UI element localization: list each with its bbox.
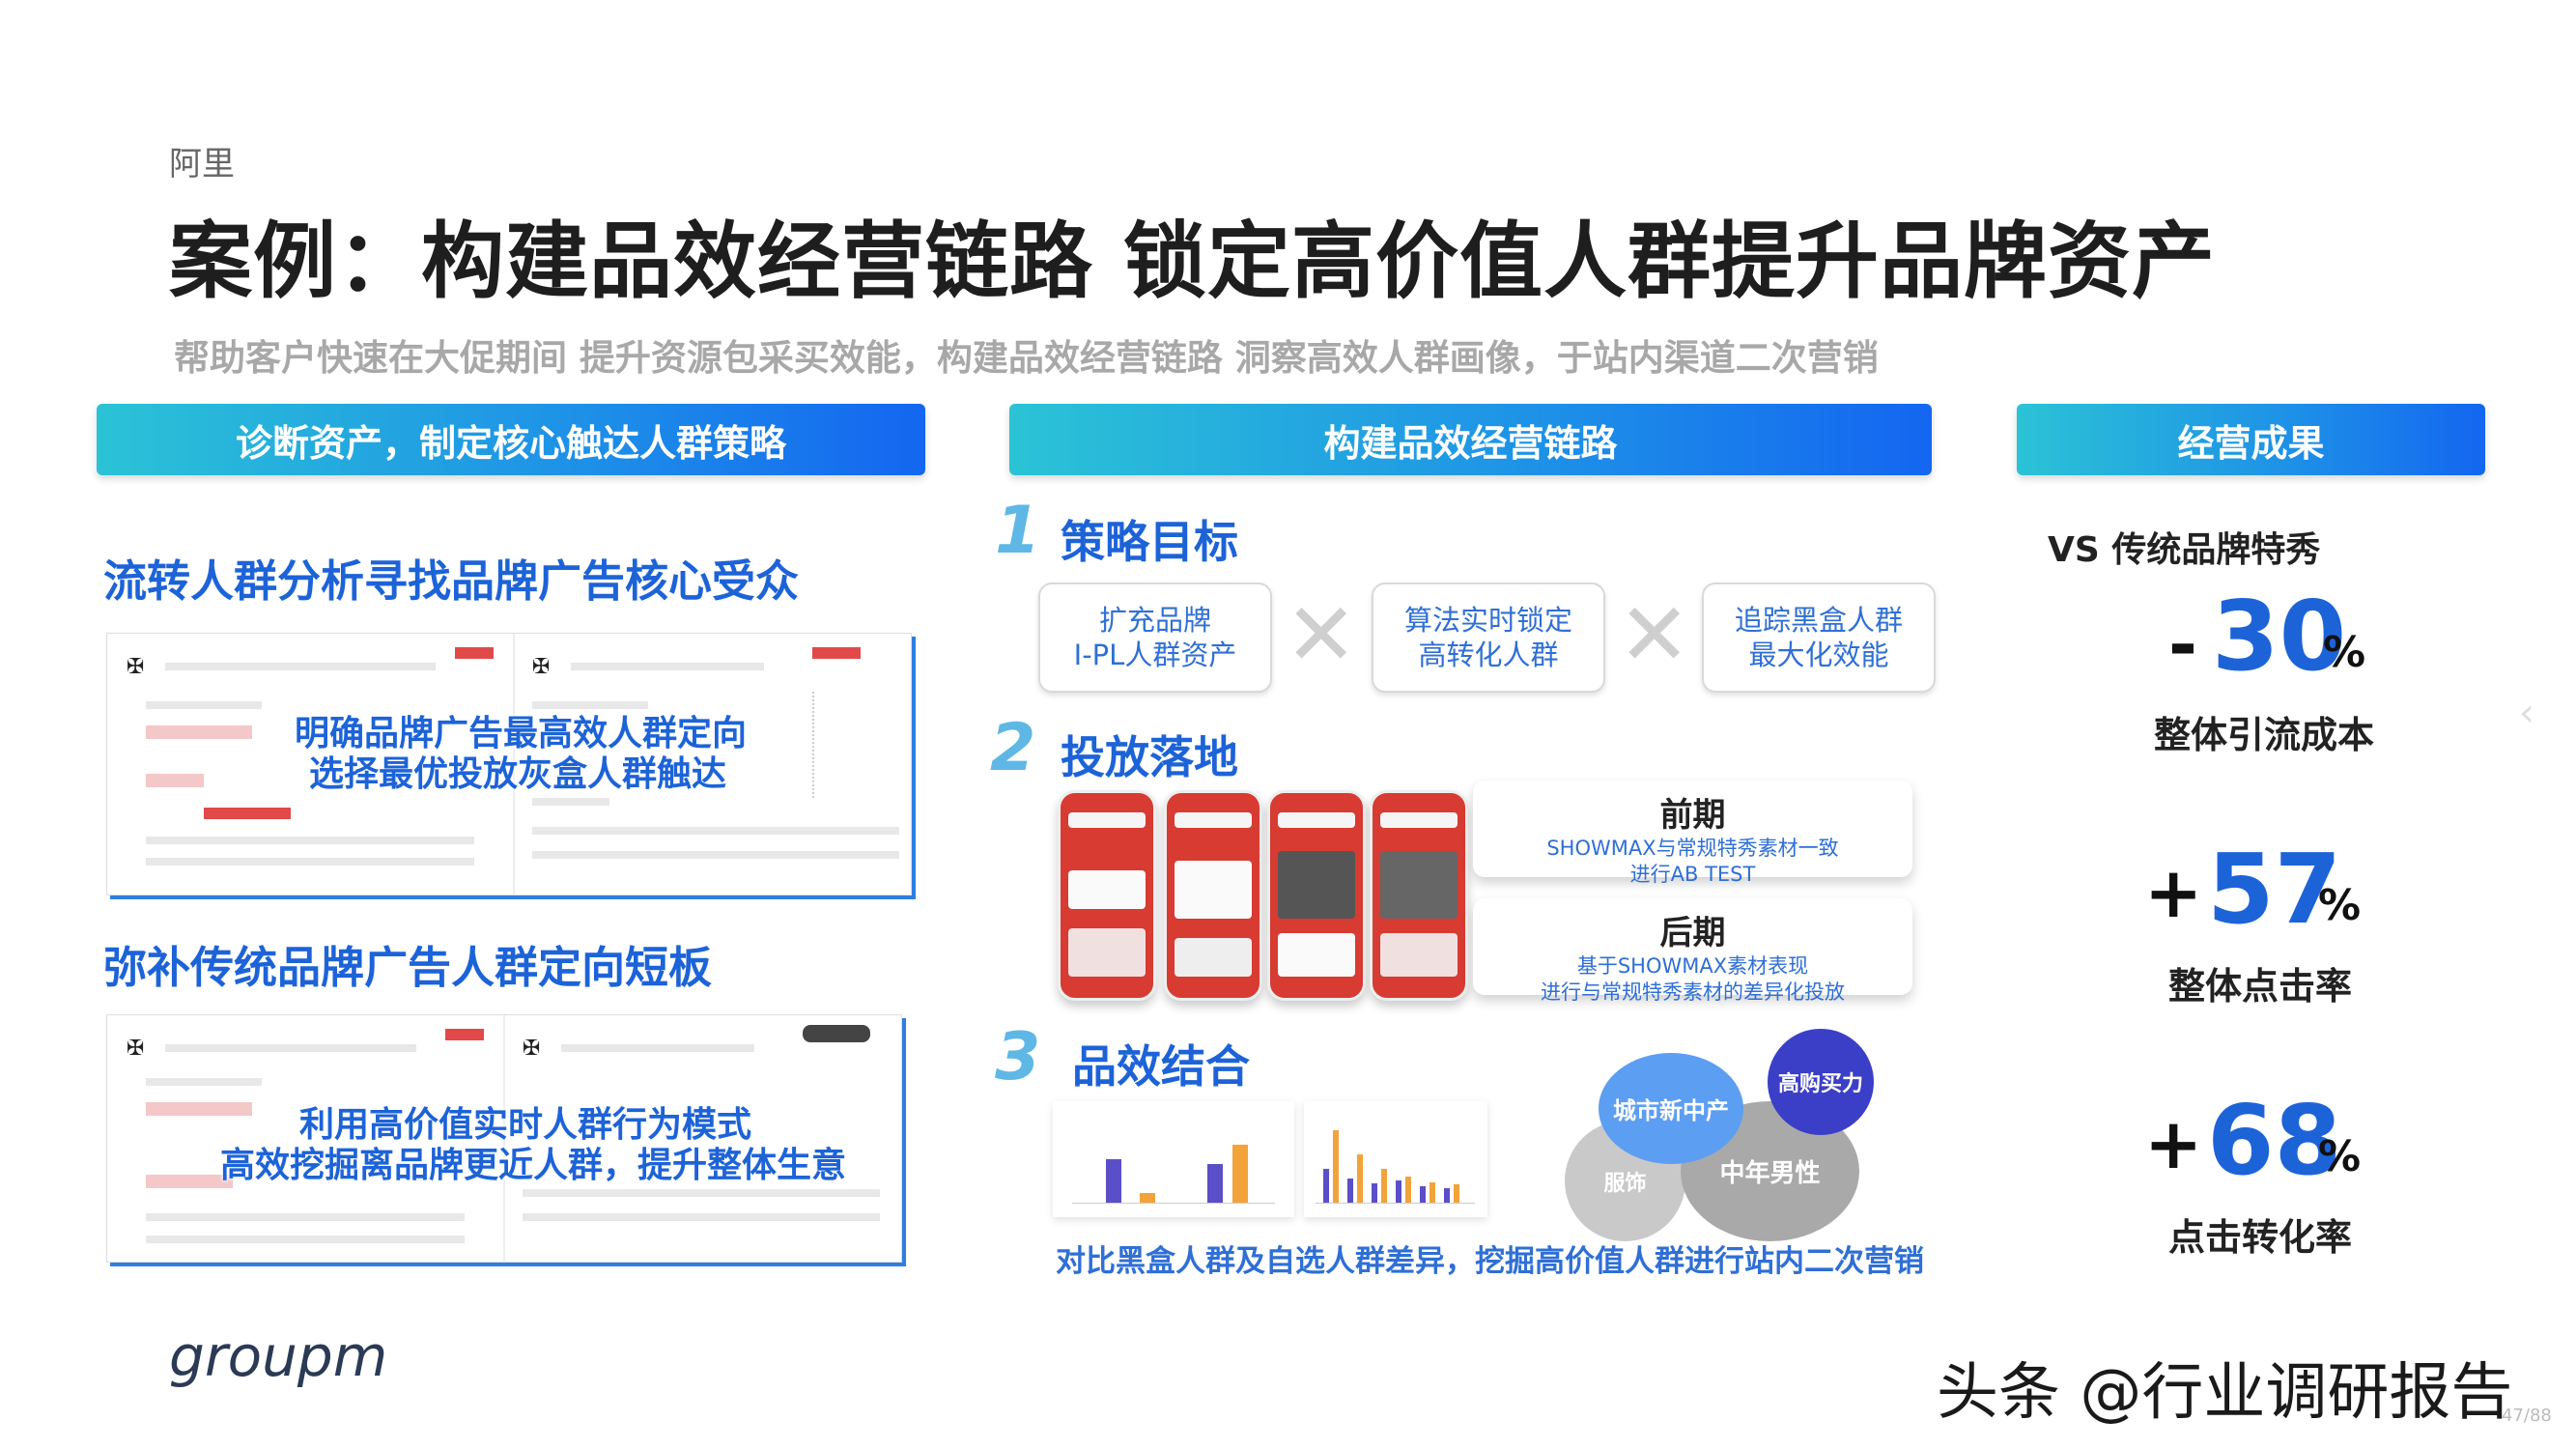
phase-card-early: 前期 SHOWMAX与常规特秀素材一致 进行AB TEST	[1473, 781, 1912, 886]
chevron-left-icon[interactable]: ‹	[2519, 691, 2534, 735]
phase-late-title: 后期	[1659, 914, 1726, 952]
phase-late-line1: 基于SHOWMAX素材表现	[1576, 954, 1809, 978]
multiply-icon: ✕	[1618, 584, 1691, 686]
left-section-header: 诊断资产，制定核心触达人群策略	[97, 404, 925, 475]
step2-label: 投放落地	[1061, 731, 1238, 783]
groupm-logo: groupm	[169, 1323, 388, 1389]
left-overlay2-line2: 高效挖掘离品牌更近人群，提升整体生意	[220, 1146, 847, 1185]
goal-line: 最大化效能	[1748, 639, 1889, 671]
phone-mockup-3	[1267, 790, 1366, 1001]
metric3-unit: %	[2318, 1132, 2362, 1181]
goal-box-2: 算法实时锁定 高转化人群	[1372, 582, 1605, 693]
comparison-chart-2	[1304, 1101, 1487, 1217]
ua-logo-icon: ✠	[127, 1037, 145, 1061]
metric1-sign: -	[2168, 604, 2197, 685]
goal-line: I-PL人群资产	[1073, 639, 1237, 671]
middle-section-header: 构建品效经营链路	[1009, 404, 1932, 475]
goal-line: 扩充品牌	[1098, 603, 1211, 637]
phase-card-late: 后期 基于SHOWMAX素材表现 进行与常规特秀素材的差异化投放	[1473, 898, 1912, 1004]
phase-early-line2: 进行AB TEST	[1629, 863, 1756, 887]
metric1-label: 整体引流成本	[2154, 714, 2375, 756]
right-section-header: 经营成果	[2017, 404, 2485, 475]
page-subtitle: 帮助客户快速在大促期间 提升资源包采买效能，构建品效经营链路 洞察高效人群画像，…	[174, 337, 1879, 379]
goal-box-1: 扩充品牌 I-PL人群资产	[1038, 582, 1272, 693]
ua-logo-icon: ✠	[523, 1037, 541, 1061]
metric2-value: 57	[2207, 833, 2342, 946]
metric1-unit: %	[2323, 628, 2366, 677]
bubble-urban-middle-class: 城市新中产	[1599, 1053, 1743, 1164]
page-title: 案例：构建品效经营链路 锁定高价值人群提升品牌资产	[169, 213, 2216, 310]
phase-early-line1: SHOWMAX与常规特秀素材一致	[1546, 837, 1839, 860]
goal-line: 高转化人群	[1418, 639, 1559, 671]
step1-number: 1	[995, 493, 1041, 569]
phone-mockup-1	[1058, 790, 1156, 1001]
report-thumbnail-1: ✠ ✠	[106, 633, 912, 895]
page-number: 47/88	[2502, 1406, 2552, 1426]
comparison-chart-1	[1053, 1101, 1294, 1217]
brand-label: 阿里	[169, 145, 235, 184]
goal-line: 追踪黑盒人群	[1734, 603, 1903, 637]
left-overlay2-line1: 利用高价值实时人群行为模式	[299, 1105, 752, 1145]
left-overlay1-line2: 选择最优投放灰盒人群触达	[309, 754, 727, 794]
ua-logo-icon: ✠	[127, 655, 145, 679]
phase-early-title: 前期	[1659, 796, 1726, 835]
phone-mockup-4	[1370, 790, 1468, 1001]
watermark: 头条 @行业调研报告	[1937, 1357, 2513, 1429]
left-section2-heading: 弥补传统品牌广告人群定向短板	[103, 942, 713, 993]
ua-logo-icon: ✠	[532, 655, 551, 679]
metric3-label: 点击转化率	[2168, 1216, 2353, 1259]
step3-label: 品效结合	[1072, 1040, 1250, 1093]
phone-mockup-2	[1164, 790, 1262, 1001]
step3-number: 3	[995, 1019, 1041, 1095]
phase-late-line2: 进行与常规特秀素材的差异化投放	[1541, 980, 1845, 1005]
left-section1-heading: 流转人群分析寻找品牌广告核心受众	[103, 555, 800, 607]
bubble-high-purchasing-power: 高购买力	[1768, 1029, 1874, 1135]
metric2-unit: %	[2318, 881, 2362, 930]
report-thumbnail-2: ✠ ✠	[106, 1014, 902, 1263]
goal-box-3: 追踪黑盒人群 最大化效能	[1702, 582, 1936, 693]
goal-line: 算法实时锁定	[1403, 603, 1572, 637]
metric2-sign: +	[2144, 852, 2203, 933]
multiply-icon: ✕	[1285, 584, 1358, 686]
comparison-baseline: VS 传统品牌特秀	[2048, 530, 2321, 570]
metric2-label: 整体点击率	[2168, 965, 2353, 1008]
metric1-value: 30	[2212, 580, 2347, 693]
metric3-sign: +	[2144, 1103, 2203, 1184]
step1-label: 策略目标	[1061, 516, 1238, 568]
step3-note: 对比黑盒人群及自选人群差异，挖掘高价值人群进行站内二次营销	[1056, 1244, 1924, 1279]
step2-number: 2	[990, 710, 1036, 786]
metric3-value: 68	[2207, 1084, 2342, 1197]
left-overlay1-line1: 明确品牌广告最高效人群定向	[295, 714, 748, 753]
